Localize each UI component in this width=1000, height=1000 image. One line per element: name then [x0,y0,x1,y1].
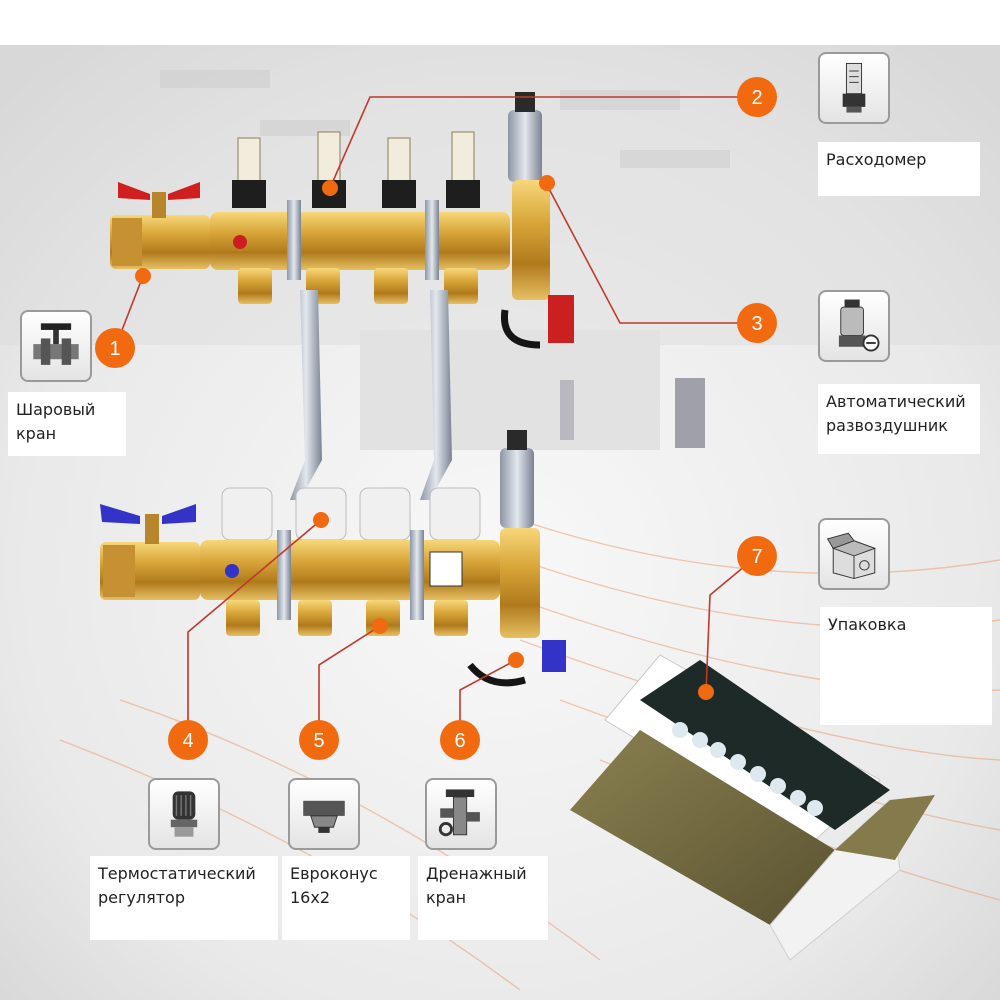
badge-4: 4 [168,720,208,760]
drain-valve-label: Дренажный кран [418,856,548,940]
thermostatic-head-icon [148,778,220,850]
euroconus-label: Евроконус 16x2 [282,856,410,940]
thermo-regulator-label: Термостатический регулятор [90,856,278,940]
flow-meter-icon [818,52,890,124]
svg-text:1: 1 [109,338,120,360]
ball-valve-label-line-1: Шаровый [16,400,96,419]
drain-valve-icon [425,778,497,850]
air-vent-icon [818,290,890,362]
packaging-label: Упаковка [820,607,992,725]
badge-2: 2 [737,77,777,117]
euroconus-fitting-icon [288,778,360,850]
svg-text:3: 3 [751,313,762,335]
badge-3: 3 [737,303,777,343]
air-vent-label: Автоматический развоздушник [818,384,980,454]
svg-text:5: 5 [313,730,324,752]
upper-manifold [110,92,574,349]
box-icon [818,518,890,590]
svg-text:6: 6 [454,730,465,752]
air-vent-label-line-1: Автоматический [826,392,966,411]
drain-valve-label-line-2: кран [426,888,467,907]
ball-valve-label-line-2: кран [16,424,57,443]
flow-meter-label-line-1: Расходомер [826,150,927,169]
svg-text:7: 7 [751,546,762,568]
packaging-box [570,654,935,961]
flow-meter-label: Расходомер [818,142,980,196]
air-vent-label-line-2: развоздушник [826,416,948,435]
badge-7: 7 [737,536,777,576]
ball-valve-icon [20,310,92,382]
svg-text:2: 2 [751,87,762,109]
euroconus-label-line-2: 16x2 [290,888,331,907]
badge-1: 1 [95,328,135,368]
thermo-regulator-label-line-1: Термостатический [98,864,256,883]
packaging-label-line-1: Упаковка [828,615,907,634]
ball-valve-label: Шаровый кран [8,392,126,456]
badge-6: 6 [440,720,480,760]
badge-5: 5 [299,720,339,760]
thermo-regulator-label-line-2: регулятор [98,888,185,907]
euroconus-label-line-1: Евроконус [290,864,378,883]
svg-text:4: 4 [182,730,193,752]
drain-valve-label-line-1: Дренажный [426,864,527,883]
lower-manifold [100,430,566,687]
